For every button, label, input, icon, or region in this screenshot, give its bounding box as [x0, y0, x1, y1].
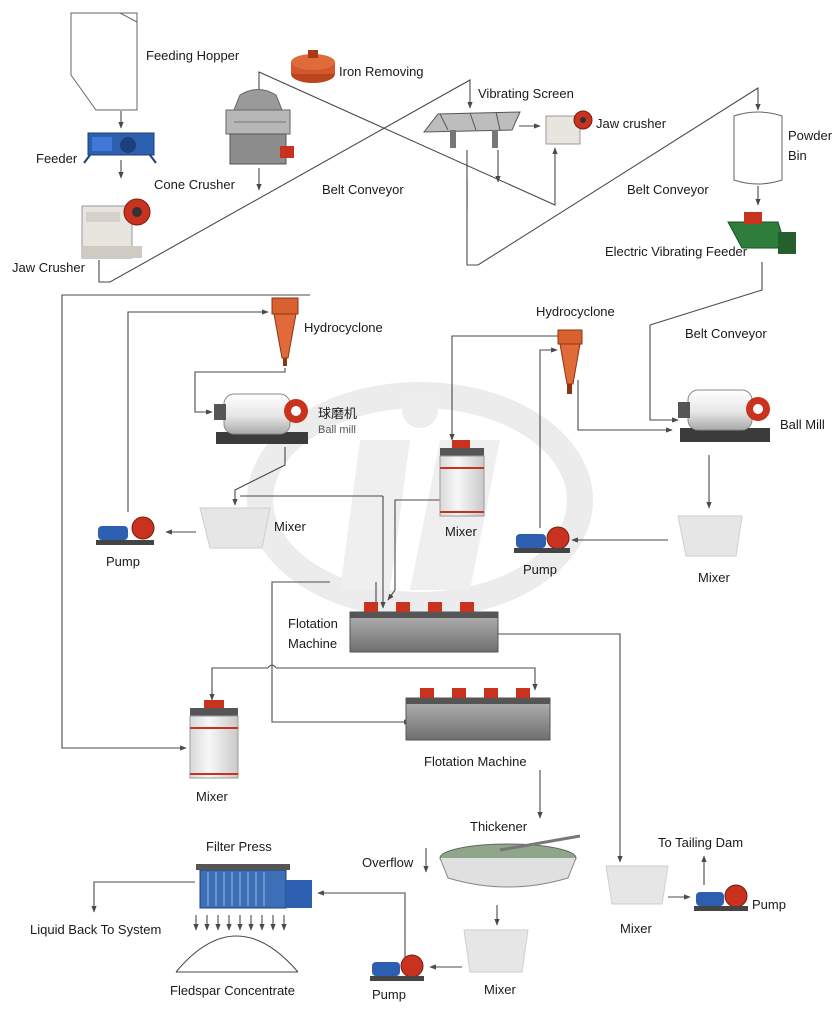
label-belt-conveyor: Belt Conveyor [322, 182, 404, 197]
label-to-tailing-dam: To Tailing Dam [658, 835, 743, 850]
label-hydrocyclone: Hydrocyclone [304, 320, 383, 335]
label-thickener: Thickener [470, 819, 528, 834]
pump-icon [96, 516, 155, 545]
label-liquid-back-to-system: Liquid Back To System [30, 922, 161, 937]
label-ball-mill-cn: 球磨机 [318, 406, 357, 421]
ball-mill-icon [214, 393, 308, 444]
label-pump-4: Pump [372, 987, 406, 1002]
label-pump-2: Pump [523, 562, 557, 577]
label-ball-mill-en: Ball mill [318, 424, 356, 436]
label-iron-removing: Iron Removing [339, 64, 424, 79]
pump-2-icon [514, 526, 570, 553]
concentrate-pile [175, 935, 299, 973]
label-jaw-crusher: Jaw Crusher [12, 260, 86, 275]
mixer-bin-3-icon [677, 515, 743, 557]
mixer-tank-icon [439, 440, 485, 517]
pump-4-icon [370, 954, 424, 981]
hydrocyclone-icon [271, 297, 299, 366]
jaw-crusher-icon [81, 198, 151, 259]
pump-3-icon [694, 884, 748, 911]
label-ball-mill-2: Ball Mill [780, 417, 825, 432]
flotation-machine-icon [349, 602, 499, 653]
feeding-hopper-icon [70, 12, 138, 111]
ball-mill-2-icon [678, 389, 770, 442]
labels: Feeding Hopper Feeder Jaw Crusher Cone C… [12, 48, 833, 1002]
label-filter-press: Filter Press [206, 839, 272, 854]
label-feeding-hopper: Feeding Hopper [146, 48, 240, 63]
label-mixer-6: Mixer [484, 982, 516, 997]
label-feeder: Feeder [36, 151, 78, 166]
label-belt-conveyor-2: Belt Conveyor [627, 182, 709, 197]
label-pump-3: Pump [752, 897, 786, 912]
label-mixer-3: Mixer [698, 570, 730, 585]
label-belt-conveyor-3: Belt Conveyor [685, 326, 767, 341]
mixer-bin-5-icon [605, 865, 669, 905]
feeder-icon [83, 132, 157, 164]
label-fledspar-concentrate: Fledspar Concentrate [170, 983, 295, 998]
label-pump-1: Pump [106, 554, 140, 569]
hydrocyclone-2-icon [557, 329, 583, 394]
mixer-bin-6-icon [463, 929, 529, 973]
flow-lines [61, 71, 763, 973]
powder-bin-icon [733, 111, 783, 185]
label-mixer-4: Mixer [196, 789, 228, 804]
mixer-bin-icon [199, 507, 271, 549]
label-powder-bin-line1: Powder [788, 128, 833, 143]
label-flotation-machine-line2: Machine [288, 636, 337, 651]
label-cone-crusher: Cone Crusher [154, 177, 236, 192]
thickener-icon [439, 834, 581, 888]
flotation-machine-2-icon [405, 688, 551, 741]
mixer-tank-4-icon [189, 700, 239, 779]
filter-press-icon [196, 864, 312, 909]
label-mixer-2: Mixer [445, 524, 477, 539]
vibrating-screen-icon [422, 111, 521, 148]
label-mixer-5: Mixer [620, 921, 652, 936]
label-jaw-crusher-2: Jaw crusher [596, 116, 667, 131]
label-flotation-machine-line1: Flotation [288, 616, 338, 631]
label-hydrocyclone-2: Hydrocyclone [536, 304, 615, 319]
cone-crusher-icon [225, 89, 294, 165]
label-electric-vibrating-feeder: Electric Vibrating Feeder [605, 244, 748, 259]
jaw-crusher-2-icon [545, 110, 593, 145]
iron-removing-icon [291, 50, 335, 83]
label-overflow: Overflow [362, 855, 414, 870]
discharge-arrows [193, 915, 287, 931]
electric-vibrating-feeder-icon [727, 212, 796, 254]
label-vibrating-screen: Vibrating Screen [478, 86, 574, 101]
label-mixer-1: Mixer [274, 519, 306, 534]
label-powder-bin-line2: Bin [788, 148, 807, 163]
label-flotation-machine-2: Flotation Machine [424, 754, 527, 769]
